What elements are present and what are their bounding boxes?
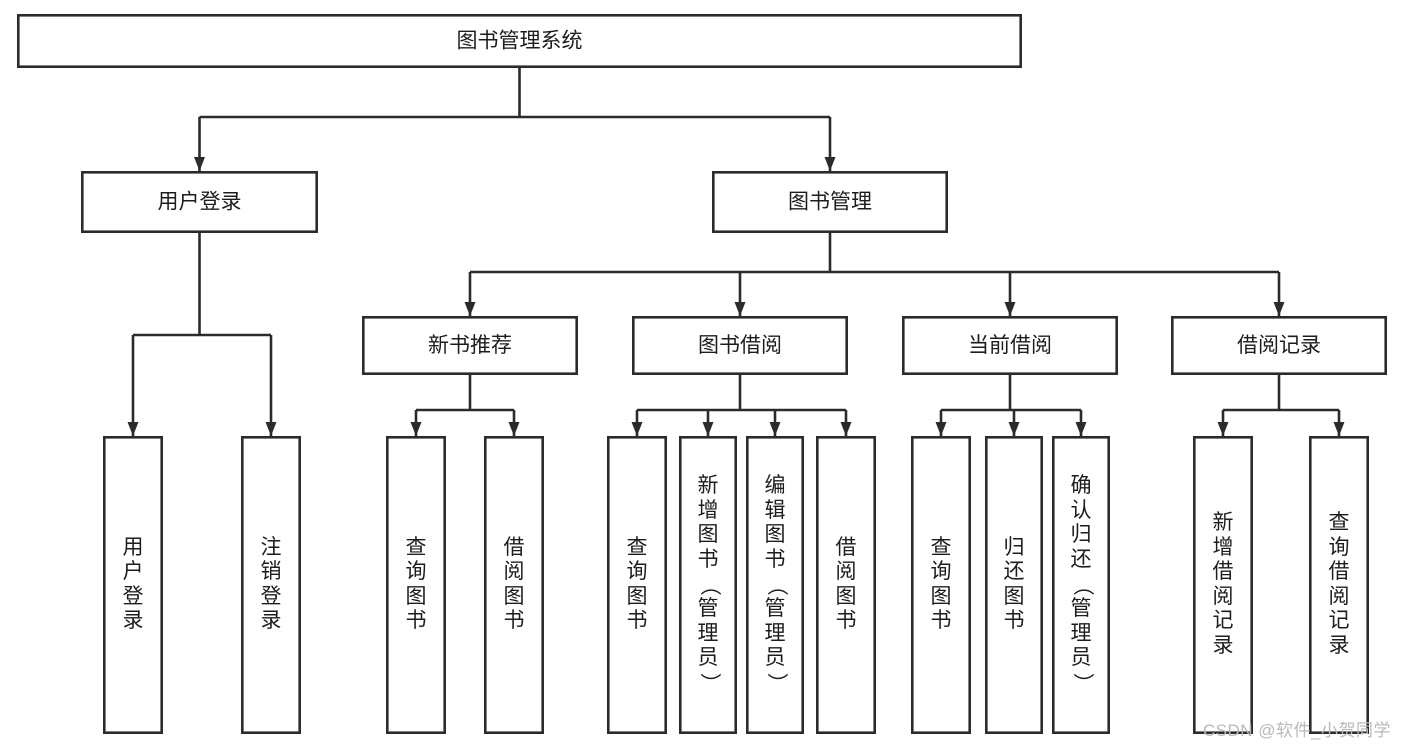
node-box <box>984 435 1043 734</box>
node-label: 当前借阅 <box>968 334 1052 357</box>
node-box <box>16 14 1023 69</box>
arrow-head <box>410 422 422 436</box>
node-user-login[interactable]: 用户登录 <box>81 171 318 234</box>
node-book-borrow[interactable]: 图书借阅 <box>631 315 848 375</box>
node-leaf-query-book-borrow[interactable] <box>606 435 667 734</box>
node-current-borrow[interactable]: 当前借阅 <box>901 315 1118 375</box>
watermark: CSDN @软件_小贺同学 <box>1202 721 1391 740</box>
node-leaf-borrow-book-recommend[interactable] <box>483 435 544 734</box>
node-leaf-query-borrow-record[interactable] <box>1309 435 1370 734</box>
node-box <box>711 171 948 234</box>
node-box <box>901 315 1118 375</box>
node-box <box>81 171 318 234</box>
arrow-head <box>1333 422 1345 436</box>
connector-group-root <box>194 68 836 171</box>
arrow-head <box>702 422 714 436</box>
node-box <box>815 435 876 734</box>
arrow-head <box>824 157 836 171</box>
node-box <box>631 315 848 375</box>
node-label: 图书借阅 <box>698 334 782 357</box>
node-label: 用户登录 <box>158 191 242 214</box>
arrow-head <box>935 422 947 436</box>
node-label: 借阅记录 <box>1237 334 1321 357</box>
arrow-head <box>769 422 781 436</box>
node-box <box>1171 315 1388 375</box>
arrow-head <box>194 157 205 171</box>
node-leaf-query-book-current[interactable] <box>910 435 971 734</box>
node-label: 图书管理系统 <box>457 30 583 53</box>
node-leaf-query-book-recommend[interactable] <box>385 435 446 734</box>
node-box <box>241 435 302 734</box>
connector-group-book-manage <box>464 233 1285 316</box>
arrow-head <box>1075 422 1087 436</box>
node-leaf-edit-book-admin[interactable] <box>745 435 804 734</box>
arrow-head <box>1004 302 1016 316</box>
node-box <box>103 435 164 734</box>
arrow-head <box>127 422 139 436</box>
node-leaf-borrow-book[interactable] <box>815 435 876 734</box>
node-leaf-logout-login[interactable] <box>241 435 302 734</box>
arrow-head <box>1273 302 1285 316</box>
connector-group-current-borrow <box>935 375 1087 436</box>
node-book-manage[interactable]: 图书管理 <box>711 171 948 234</box>
node-leaf-return-book[interactable] <box>984 435 1043 734</box>
node-label: 图书管理 <box>788 191 872 214</box>
node-box <box>361 315 578 375</box>
node-leaf-user-login[interactable] <box>103 435 164 734</box>
arrow-head <box>631 422 643 436</box>
node-label: 新书推荐 <box>428 334 512 357</box>
arrow-head <box>508 422 520 436</box>
node-box <box>606 435 667 734</box>
connector-group-user-login <box>127 233 277 436</box>
arrow-head <box>840 422 852 436</box>
node-leaf-add-borrow-record[interactable] <box>1193 435 1254 734</box>
connector-layer <box>127 68 1345 436</box>
node-box <box>745 435 804 734</box>
arrow-head <box>1008 422 1020 436</box>
node-box <box>483 435 544 734</box>
arrow-head <box>265 422 277 436</box>
connector-group-borrow-records <box>1217 375 1345 436</box>
connector-group-new-book-recommend <box>410 375 520 436</box>
node-box <box>1193 435 1254 734</box>
node-box <box>910 435 971 734</box>
node-leaf-confirm-return-admin[interactable] <box>1052 435 1111 734</box>
node-root[interactable]: 图书管理系统 <box>16 14 1023 69</box>
arrow-head <box>464 302 476 316</box>
node-box <box>678 435 737 734</box>
arrow-head <box>1217 422 1229 436</box>
node-box <box>385 435 446 734</box>
node-new-book-recommend[interactable]: 新书推荐 <box>361 315 578 375</box>
node-borrow-records[interactable]: 借阅记录 <box>1171 315 1388 375</box>
connector-group-book-borrow <box>631 375 852 436</box>
node-leaf-add-book-admin[interactable] <box>678 435 737 734</box>
arrow-head <box>734 302 746 316</box>
node-box <box>1309 435 1370 734</box>
node-box <box>1052 435 1111 734</box>
